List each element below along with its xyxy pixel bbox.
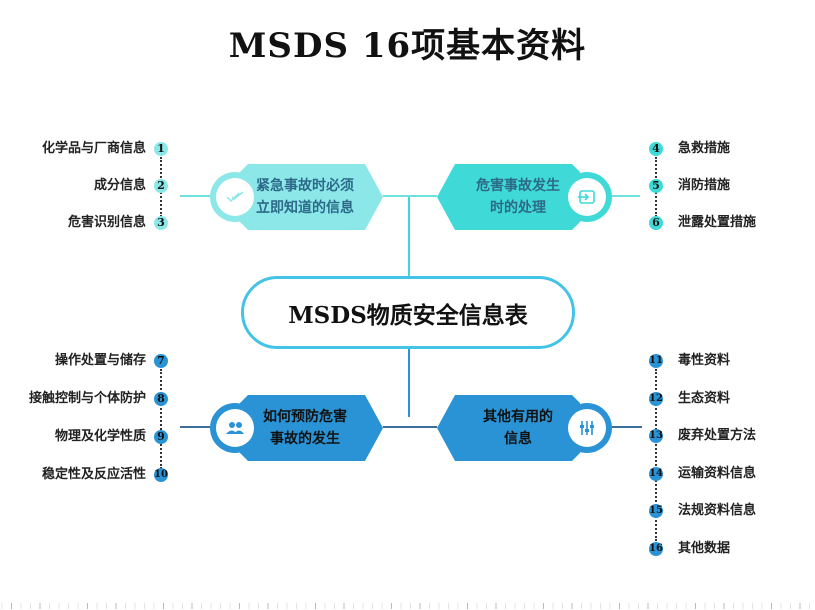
msds-section-item[interactable]: 接触控制与个体防护: [28, 391, 146, 406]
dotted-connector: [160, 369, 162, 469]
central-hub-node[interactable]: MSDS物质安全信息表: [241, 276, 575, 349]
msds-section-item[interactable]: 危害识别信息: [67, 215, 146, 230]
msds-section-item[interactable]: 消防措施: [678, 178, 731, 193]
item-number-badge: 4: [649, 142, 663, 156]
item-number-badge: 11: [649, 354, 663, 368]
item-number-badge: 1: [154, 142, 168, 156]
msds-section-item[interactable]: 生态资料: [678, 391, 731, 406]
msds-section-item[interactable]: 泄露处置措施: [678, 215, 757, 230]
branch-accident-handling[interactable]: 危害事故发生 时的处理: [437, 164, 612, 230]
branch-label: 紧急事故时必须 立即知道的信息: [256, 178, 354, 216]
page-title: MSDS 16项基本资料: [228, 26, 587, 66]
msds-section-item[interactable]: 稳定性及反应活性: [41, 467, 146, 482]
msds-section-item[interactable]: 法规资料信息: [678, 503, 757, 518]
item-number-badge: 10: [154, 468, 168, 482]
msds-section-item[interactable]: 成分信息: [93, 178, 146, 193]
branch-emergency-info[interactable]: 紧急事故时必须 立即知道的信息: [210, 164, 383, 230]
item-number-badge: 9: [154, 430, 168, 444]
item-number-badge: 6: [649, 216, 663, 230]
msds-section-item[interactable]: 废弃处置方法: [678, 428, 757, 443]
branch-label: 如何预防危害 事故的发生: [263, 409, 347, 447]
item-number-badge: 14: [649, 467, 663, 481]
item-number-badge: 13: [649, 429, 663, 443]
item-number-badge: 2: [154, 179, 168, 193]
item-number-badge: 5: [649, 179, 663, 193]
double-check-icon: [216, 178, 254, 216]
item-number-badge: 3: [154, 216, 168, 230]
msds-section-item[interactable]: 物理及化学性质: [54, 429, 146, 444]
item-number-badge: 15: [649, 504, 663, 518]
msds-section-item[interactable]: 急救措施: [678, 141, 731, 156]
branch-label: 危害事故发生 时的处理: [476, 178, 560, 216]
msds-section-item[interactable]: 其他数据: [678, 541, 731, 556]
input-arrow-icon: [568, 178, 606, 216]
branch-other-info[interactable]: 其他有用的 信息: [437, 395, 612, 461]
msds-section-item[interactable]: 运输资料信息: [678, 466, 757, 481]
bottom-ruler: [1, 603, 810, 609]
item-number-badge: 7: [154, 354, 168, 368]
msds-section-item[interactable]: 毒性资料: [678, 353, 731, 368]
branch-prevention[interactable]: 如何预防危害 事故的发生: [210, 395, 383, 461]
item-number-badge: 16: [649, 542, 663, 556]
msds-section-item[interactable]: 化学品与厂商信息: [41, 141, 146, 156]
sliders-icon: [568, 409, 606, 447]
branch-label: 其他有用的 信息: [483, 409, 553, 447]
item-number-badge: 8: [154, 392, 168, 406]
people-icon: [216, 409, 254, 447]
msds-section-item[interactable]: 操作处置与储存: [54, 353, 146, 368]
item-number-badge: 12: [649, 392, 663, 406]
dotted-connector: [655, 369, 657, 541]
hub-label: MSDS物质安全信息表: [288, 301, 528, 329]
